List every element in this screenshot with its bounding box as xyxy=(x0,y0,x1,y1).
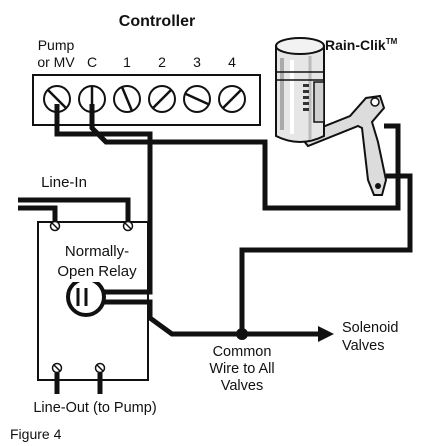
line-in-wire-1 xyxy=(18,205,58,222)
terminal-label-pump: Pump xyxy=(38,37,75,53)
common-wire-label-line1: Common xyxy=(213,344,272,360)
relay-label-line2: Open Relay xyxy=(57,263,137,280)
relay-terminal-top-right xyxy=(122,220,134,232)
terminal-screw-1 xyxy=(113,85,141,113)
common-wire-label-line3: Valves xyxy=(221,378,263,394)
figure-caption: Figure 4 xyxy=(10,426,62,442)
relay-common-wire xyxy=(94,299,318,337)
relay-terminal-bottom-left xyxy=(51,362,63,374)
solenoid-label-line1: Solenoid xyxy=(342,320,398,336)
terminal-screw-4 xyxy=(218,85,246,113)
wires xyxy=(18,104,413,394)
relay-label-background xyxy=(54,236,142,282)
rain-clik-name: Rain-Clik xyxy=(325,37,386,53)
rain-clik-label: Rain-ClikTM xyxy=(325,37,398,53)
terminal-label-1: 1 xyxy=(123,54,131,70)
terminal-label-mv: or MV xyxy=(37,54,75,70)
terminal-screw-3 xyxy=(183,85,211,113)
common-wire-label-line2: Wire to All xyxy=(209,361,274,377)
line-out-label: Line-Out (to Pump) xyxy=(33,400,156,416)
pump-wire xyxy=(54,104,153,295)
relay-terminal-top-left xyxy=(49,220,61,232)
terminal-label-4: 4 xyxy=(228,54,236,70)
solenoid-label-line2: Valves xyxy=(342,338,384,354)
trademark-mark: TM xyxy=(386,37,398,46)
terminal-label-2: 2 xyxy=(158,54,166,70)
line-in-wire-2 xyxy=(18,197,131,222)
common-junction-dot xyxy=(236,328,248,340)
solenoid-arrow-icon xyxy=(318,326,334,342)
line-in-label: Line-In xyxy=(41,174,87,191)
relay-coil-icon xyxy=(66,277,106,317)
terminal-screw-pump xyxy=(43,85,71,113)
sensor-to-common-wire xyxy=(239,173,413,334)
common-to-sensor-wire xyxy=(89,104,401,211)
terminal-label-3: 3 xyxy=(193,54,201,70)
terminal-label-common: C xyxy=(87,54,97,70)
terminal-screw-2 xyxy=(148,85,176,113)
relay-terminal-bottom-right xyxy=(94,362,106,374)
relay-label-line1: Normally- xyxy=(65,243,129,260)
controller-title: Controller xyxy=(119,13,195,30)
rain-clik-sensor-icon xyxy=(275,37,388,196)
